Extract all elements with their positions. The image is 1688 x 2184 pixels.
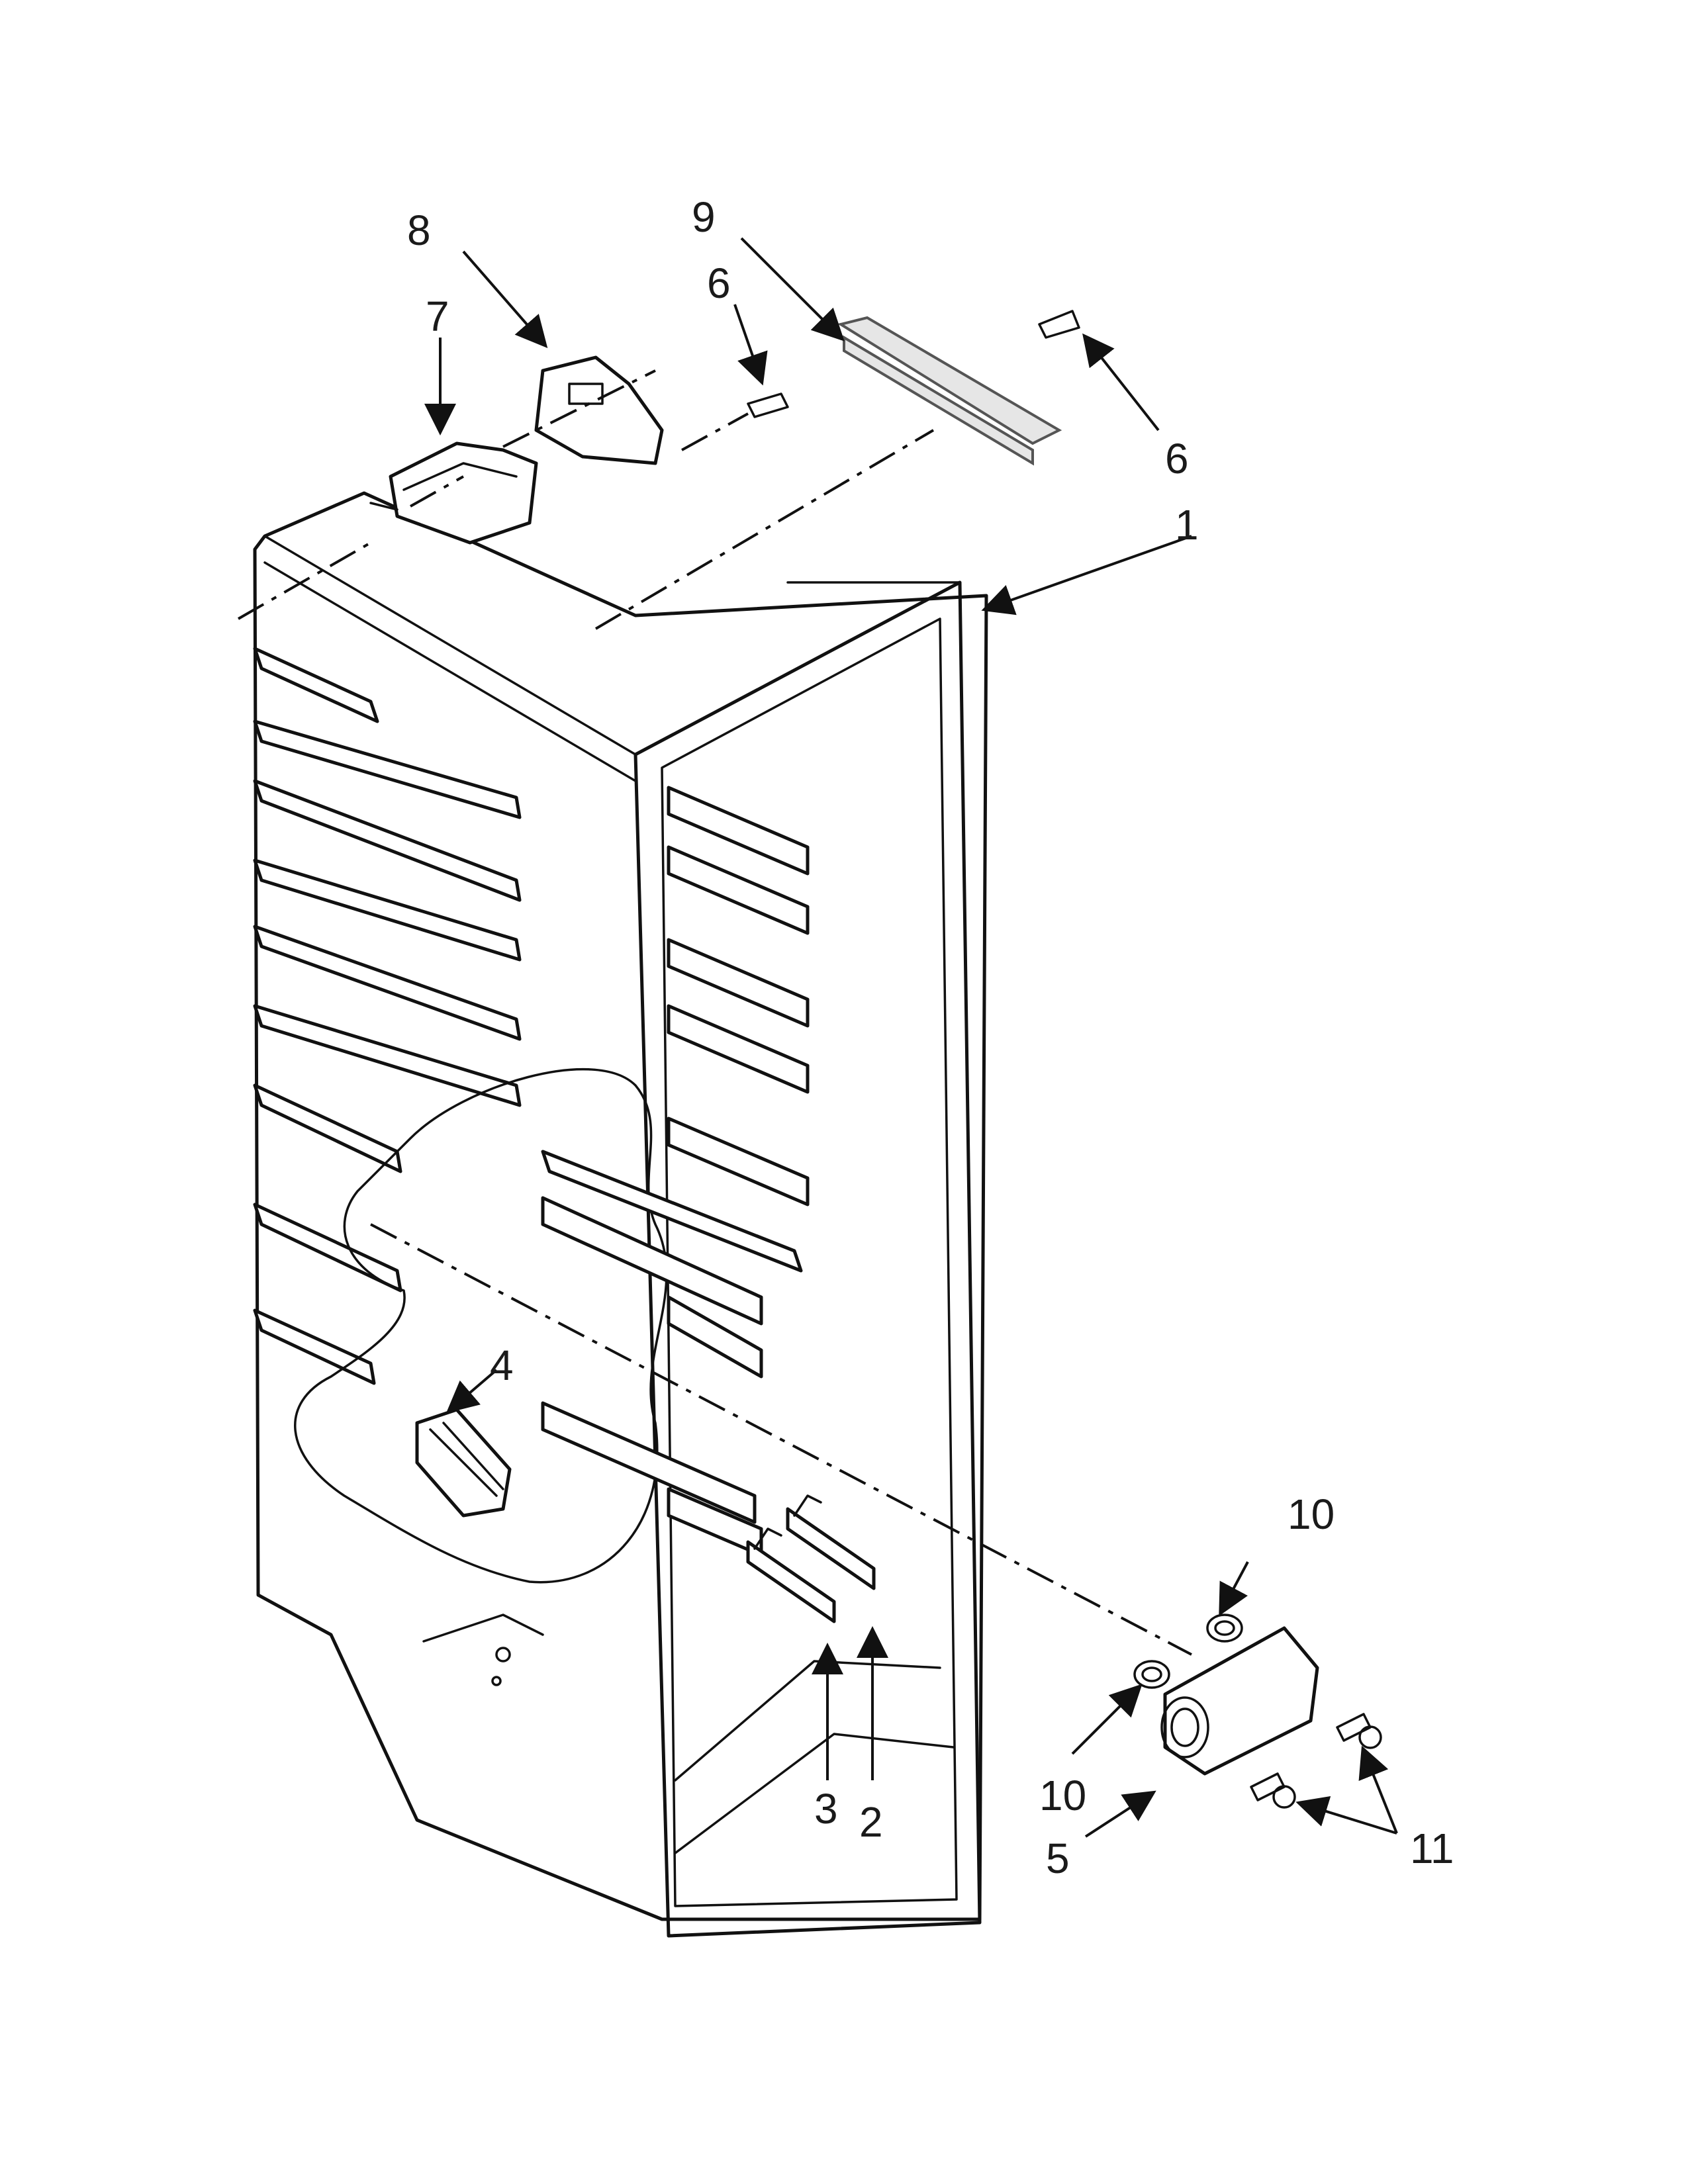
part-9-rail: [837, 316, 1062, 466]
part-7-control-housing: [369, 441, 538, 545]
callout-1: 1: [1175, 501, 1199, 549]
callout-6-top: 6: [707, 259, 731, 307]
callout-10-lower: 10: [1039, 1772, 1086, 1819]
part-2-bracket: [786, 1494, 876, 1590]
callout-10-upper: 10: [1288, 1490, 1335, 1538]
callout-2: 2: [859, 1798, 883, 1846]
callout-9: 9: [692, 193, 716, 241]
part-11-screw-lower: [1250, 1772, 1296, 1809]
callout-8: 8: [407, 206, 431, 254]
part-11-screw-upper: [1336, 1713, 1382, 1749]
refrigerator-liner: [253, 491, 988, 1938]
leader-arrows: [424, 237, 1398, 1838]
part-4-component: [415, 1408, 512, 1518]
callout-4: 4: [490, 1342, 514, 1389]
part-6-screw-right: [1038, 310, 1080, 339]
part-10-clip-upper: [1206, 1614, 1243, 1643]
callout-6-right: 6: [1165, 435, 1189, 482]
part-5-housing: [1160, 1626, 1319, 1776]
assembly-lines: [238, 369, 1192, 1656]
callout-7: 7: [426, 293, 449, 340]
part-8-bracket: [534, 355, 664, 465]
part-10-clip-lower: [1133, 1660, 1170, 1689]
part-6-screw-left: [747, 392, 789, 418]
part-3-bracket: [746, 1527, 836, 1623]
callout-11: 11: [1410, 1825, 1454, 1872]
callout-3: 3: [814, 1785, 838, 1833]
callout-5: 5: [1046, 1835, 1070, 1882]
